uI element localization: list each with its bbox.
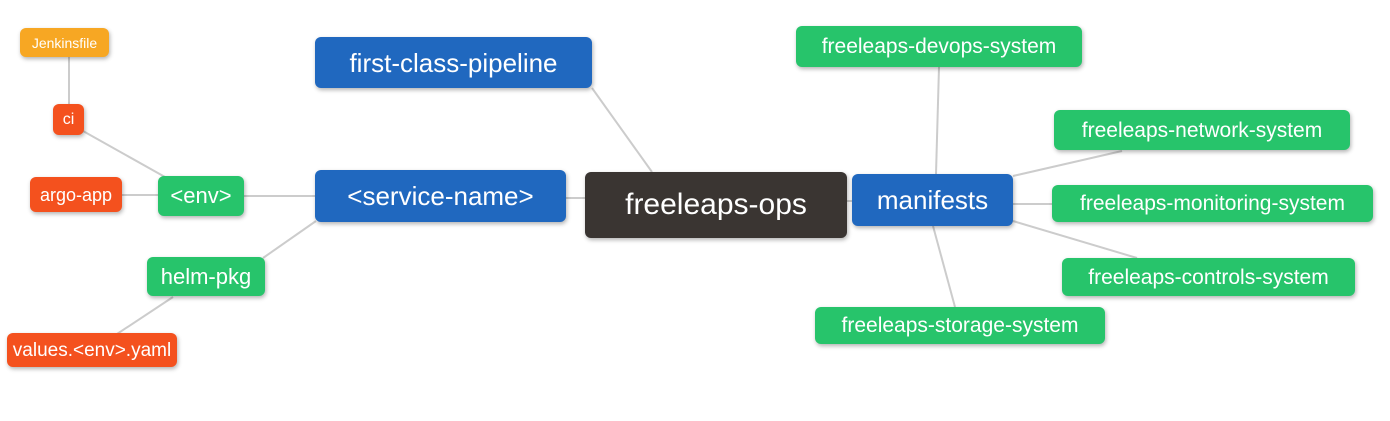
edge-manifests-devops <box>935 66 940 175</box>
node-values-env-yaml[interactable]: values.<env>.yaml <box>7 333 177 367</box>
edge-pipeline-ops <box>591 87 653 173</box>
node-freeleaps-network-system[interactable]: freeleaps-network-system <box>1054 110 1350 150</box>
edge-ci-env <box>82 130 166 178</box>
node-manifests[interactable]: manifests <box>852 174 1013 226</box>
edge-helmpkg-servicename <box>262 220 317 259</box>
node-first-class-pipeline[interactable]: first-class-pipeline <box>315 37 592 88</box>
edge-manifests-storage <box>932 225 956 308</box>
edge-manifests-network <box>1012 150 1123 177</box>
node-freeleaps-storage-system[interactable]: freeleaps-storage-system <box>815 307 1105 344</box>
node-freeleaps-controls-system[interactable]: freeleaps-controls-system <box>1062 258 1355 296</box>
edge-manifests-controls <box>1012 220 1138 259</box>
node-jenkinsfile[interactable]: Jenkinsfile <box>20 28 109 57</box>
edge-values-helmpkg <box>116 296 174 335</box>
node-ci[interactable]: ci <box>53 104 84 135</box>
node-freeleaps-ops-root[interactable]: freeleaps-ops <box>585 172 847 238</box>
node-env[interactable]: <env> <box>158 176 244 216</box>
node-helm-pkg[interactable]: helm-pkg <box>147 257 265 296</box>
node-argo-app[interactable]: argo-app <box>30 177 122 212</box>
node-freeleaps-devops-system[interactable]: freeleaps-devops-system <box>796 26 1082 67</box>
node-freeleaps-monitoring-system[interactable]: freeleaps-monitoring-system <box>1052 185 1373 222</box>
node-service-name[interactable]: <service-name> <box>315 170 566 222</box>
